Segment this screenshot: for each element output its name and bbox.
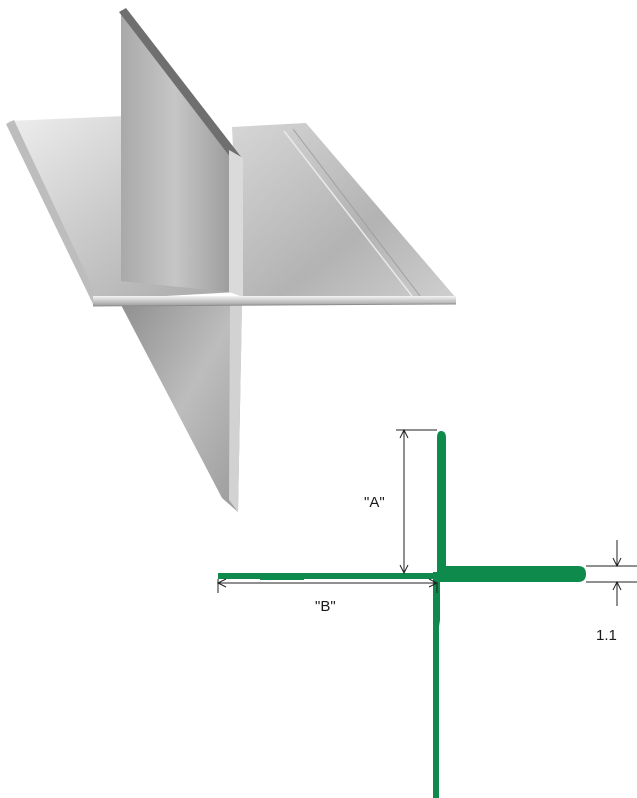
upper-web-top-edge (119, 8, 242, 162)
dimension-a-arrow-top (399, 428, 409, 439)
lower-web-front-edge (229, 303, 242, 512)
profile-left-flange (218, 573, 440, 579)
dimension-a-label: "A" (364, 494, 385, 511)
right-flange-surface (232, 123, 456, 298)
thickness-top-arrow (612, 557, 622, 568)
profile-left-flange-tick (260, 577, 304, 580)
left-flange-rim (6, 120, 97, 304)
cross-profile-3d-illustration (6, 8, 457, 512)
dimension-b-label: "B" (315, 598, 336, 615)
profile-right-flange (440, 566, 586, 582)
upper-web-front-edge (229, 150, 243, 297)
dimension-a-arrow-bottom (399, 564, 409, 575)
lower-web-face (120, 303, 242, 512)
profile-vertical-web (437, 431, 446, 640)
right-flange-highlight (283, 130, 413, 297)
thickness-label: 1.1 (596, 627, 617, 644)
thickness-dimension: 1.1 (586, 540, 637, 644)
profile-lower-web (433, 572, 439, 798)
flange-front-edge (93, 296, 456, 306)
dimension-b: "B" (216, 578, 439, 615)
cross-profile-2d-section (218, 431, 586, 798)
upper-web-face (121, 10, 229, 292)
dimension-a: "A" (364, 428, 437, 575)
dimension-b-arrow-right (428, 578, 439, 588)
right-flange-groove (292, 128, 421, 297)
flange-front-shadow (92, 303, 457, 307)
dimension-b-arrow-left (216, 578, 227, 588)
thickness-bottom-arrow (612, 580, 622, 591)
